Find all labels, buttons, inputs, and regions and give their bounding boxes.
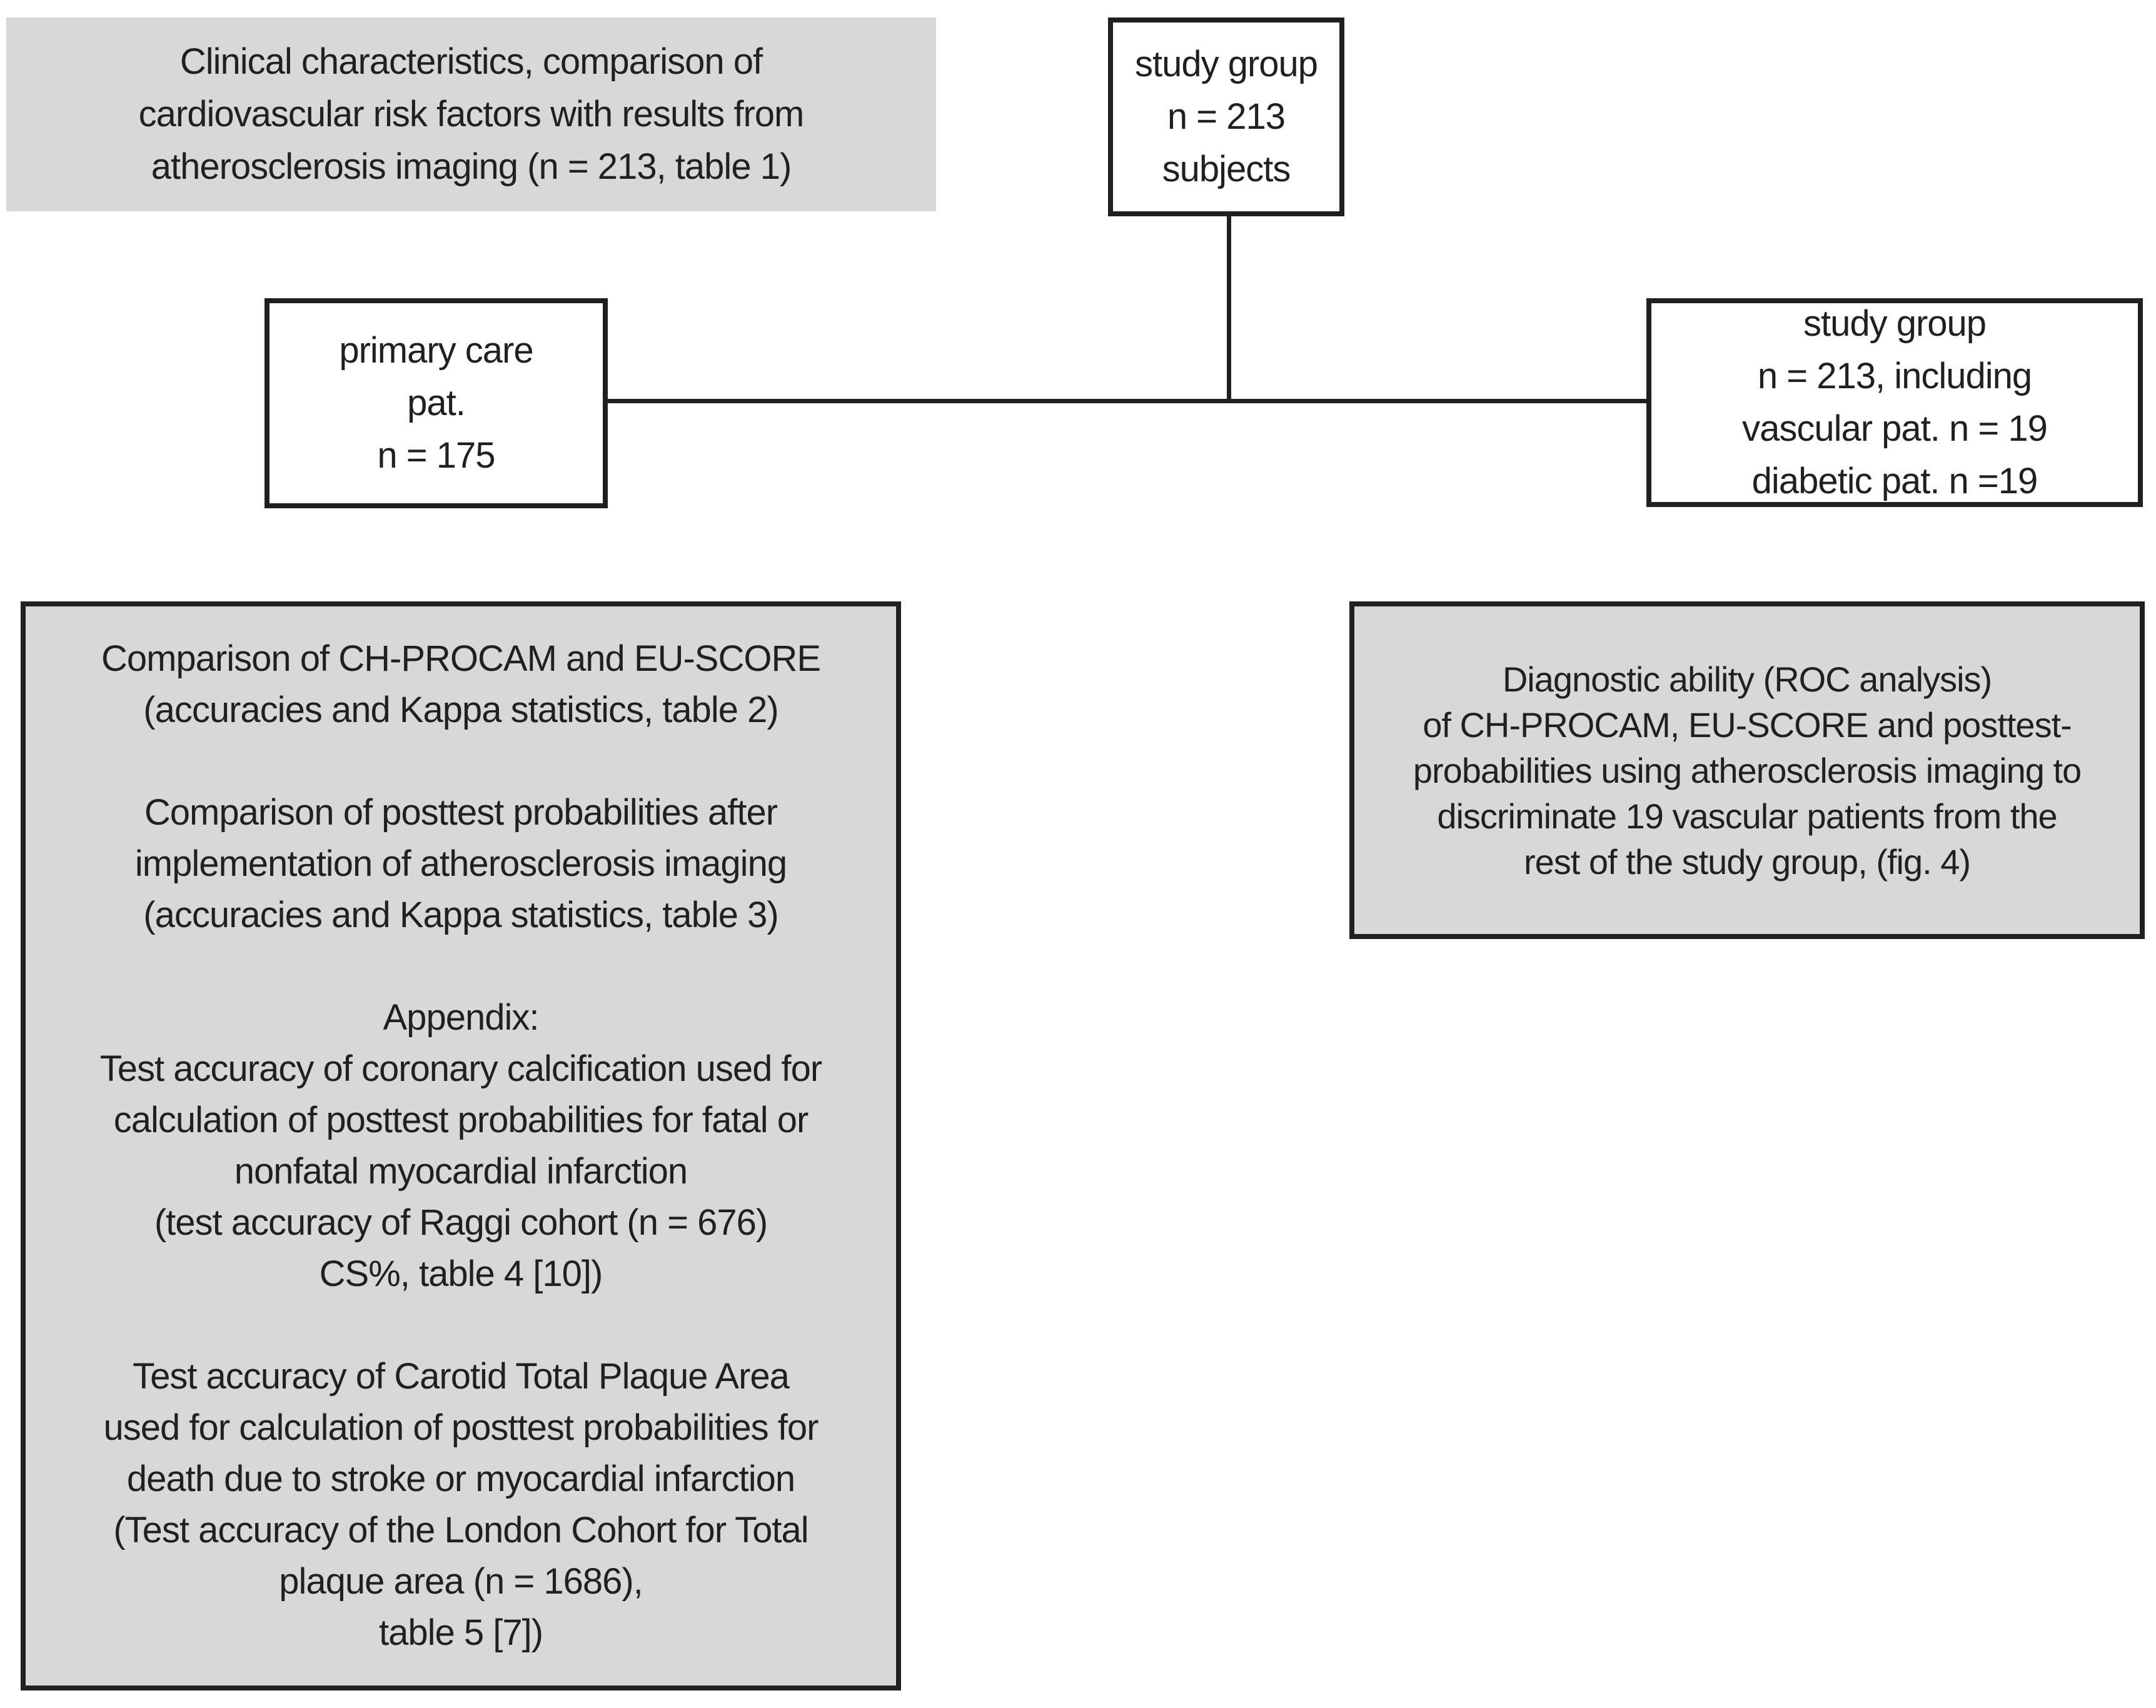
- appendix-paragraph: Appendix: Test accuracy of coronary calc…: [26, 992, 896, 1300]
- clinical-characteristics-line: Clinical characteristics, comparison of: [179, 41, 763, 82]
- appendix-paragraph: Test accuracy of Carotid Total Plaque Ar…: [26, 1351, 896, 1659]
- primary-care-line: pat.: [407, 383, 466, 423]
- study-group-box: study group n = 213 subjects: [1108, 18, 1344, 216]
- study-group-detail-line: diabetic pat. n =19: [1751, 461, 2038, 501]
- appendix-line: death due to stroke or myocardial infarc…: [126, 1459, 795, 1499]
- study-group-line: n = 213: [1167, 96, 1286, 137]
- study-group-line: study group: [1134, 44, 1318, 84]
- appendix-line: Test accuracy of coronary calcification …: [99, 1048, 822, 1089]
- appendix-line: (test accuracy of Raggi cohort (n = 676): [154, 1202, 768, 1243]
- connector-vertical: [1227, 216, 1231, 401]
- study-group-line: subjects: [1162, 149, 1291, 189]
- roc-analysis-box: Diagnostic ability (ROC analysis) of CH-…: [1349, 601, 2145, 939]
- roc-analysis-line: rest of the study group, (fig. 4): [1523, 841, 1971, 882]
- roc-analysis-line: discriminate 19 vascular patients from t…: [1437, 796, 2057, 836]
- roc-analysis-line: Diagnostic ability (ROC analysis): [1502, 659, 1992, 699]
- study-group-detail-box: study group n = 213, including vascular …: [1646, 298, 2143, 507]
- study-group-detail-line: vascular pat. n = 19: [1742, 408, 2048, 449]
- comparison-line: (accuracies and Kappa statistics, table …: [143, 895, 778, 935]
- primary-care-box: primary care pat. n = 175: [264, 298, 608, 508]
- primary-care-line: n = 175: [377, 435, 495, 476]
- appendix-line: Test accuracy of Carotid Total Plaque Ar…: [133, 1356, 790, 1397]
- comparison-paragraph: Comparison of posttest probabilities aft…: [26, 787, 896, 941]
- appendix-line: CS%, table 4 [10]): [319, 1253, 603, 1294]
- comparison-line: (accuracies and Kappa statistics, table …: [143, 690, 778, 730]
- comparison-line: implementation of atherosclerosis imagin…: [134, 843, 787, 884]
- appendix-line: calculation of posttest probabilities fo…: [113, 1100, 809, 1140]
- comparison-line: Comparison of CH-PROCAM and EU-SCORE: [101, 638, 821, 679]
- clinical-characteristics-line: atherosclerosis imaging (n = 213, table …: [151, 146, 792, 187]
- roc-analysis-line: probabilities using atherosclerosis imag…: [1413, 750, 2082, 790]
- comparison-paragraph: Comparison of CH-PROCAM and EU-SCORE (ac…: [26, 633, 896, 736]
- study-group-detail-line: study group: [1803, 303, 1987, 344]
- connector-horizontal: [608, 399, 1646, 403]
- appendix-line: nonfatal myocardial infarction: [234, 1151, 688, 1192]
- appendix-line: (Test accuracy of the London Cohort for …: [113, 1510, 808, 1550]
- primary-care-line: primary care: [339, 330, 533, 371]
- clinical-characteristics-box: Clinical characteristics, comparison of …: [6, 18, 936, 211]
- appendix-line: used for calculation of posttest probabi…: [103, 1407, 819, 1448]
- roc-analysis-line: of CH-PROCAM, EU-SCORE and posttest-: [1423, 705, 2072, 745]
- study-group-detail-line: n = 213, including: [1757, 356, 2032, 396]
- appendix-line: plaque area (n = 1686),: [279, 1561, 643, 1602]
- comparison-line: Comparison of posttest probabilities aft…: [144, 792, 778, 833]
- appendix-line: table 5 [7]): [378, 1612, 543, 1653]
- comparison-appendix-box: Comparison of CH-PROCAM and EU-SCORE (ac…: [21, 601, 901, 1690]
- clinical-characteristics-line: cardiovascular risk factors with results…: [138, 94, 805, 134]
- appendix-line: Appendix:: [383, 997, 540, 1038]
